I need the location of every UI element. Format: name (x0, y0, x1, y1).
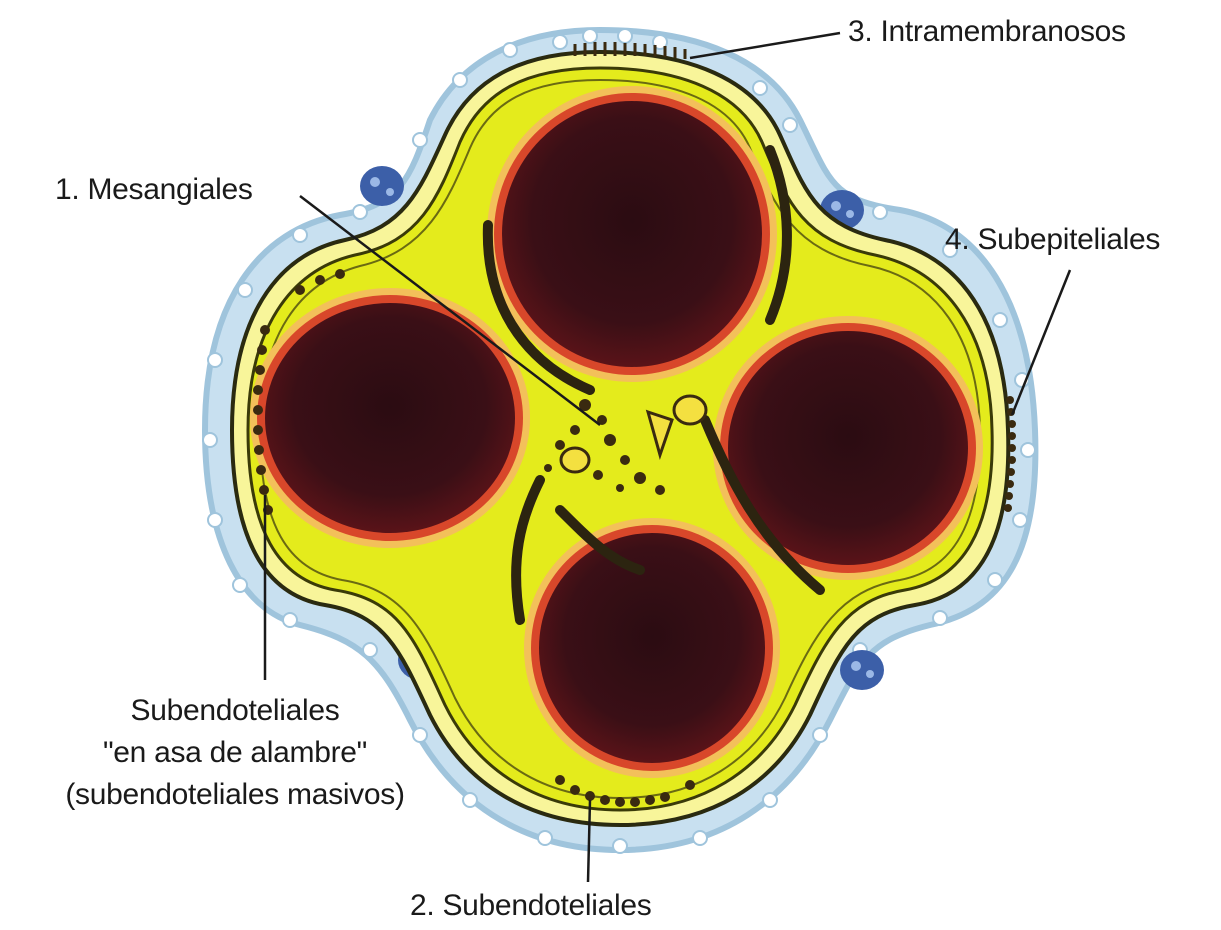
capillary-left (250, 288, 530, 548)
label-intramembranosos: 3. Intramembranosos (848, 14, 1126, 50)
label-wire-loop-line2: "en asa de alambre" (0, 732, 470, 774)
capillary-top (487, 86, 777, 382)
label-subendoteliales: 2. Subendoteliales (410, 888, 651, 924)
capillary-bottom (524, 518, 780, 778)
label-wire-loop-line3: (subendoteliales masivos) (0, 774, 470, 816)
label-subepiteliales: 4. Subepiteliales (945, 222, 1160, 258)
label-wire-loop: Subendoteliales "en asa de alambre" (sub… (0, 690, 470, 816)
capillary-right (713, 316, 983, 580)
label-wire-loop-line1: Subendoteliales (0, 690, 470, 732)
label-mesangiales: 1. Mesangiales (55, 172, 253, 208)
